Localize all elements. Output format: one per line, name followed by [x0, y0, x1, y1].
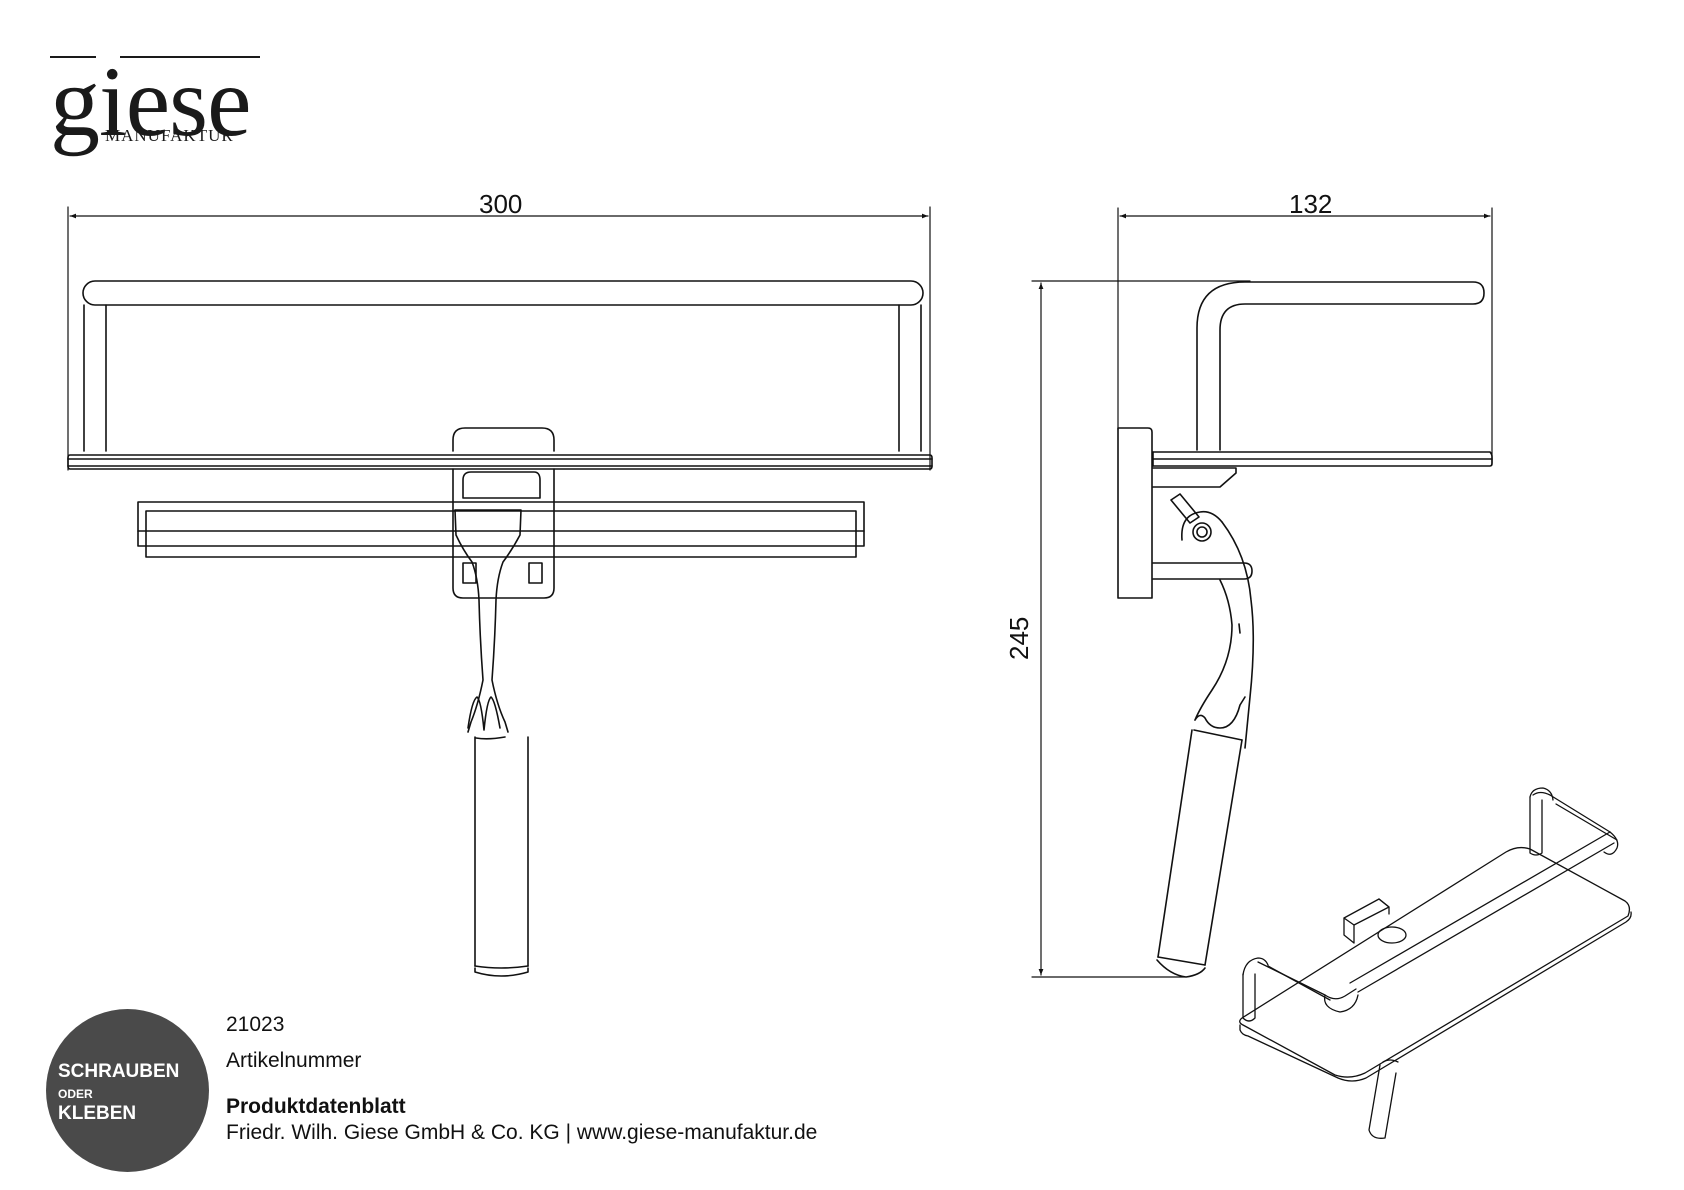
dimension-300: [67, 206, 931, 471]
logo-rule-left: [50, 56, 96, 58]
logo-rule-right: [120, 56, 260, 58]
dimension-label-depth: 132: [1289, 189, 1333, 219]
sheet-title: Produktdatenblatt: [226, 1095, 406, 1118]
dimension-132: [1117, 207, 1493, 466]
dimension-245: [1031, 280, 1251, 978]
logo-subtitle: MANUFAKTUR: [105, 126, 234, 145]
company-line: Friedr. Wilh. Giese GmbH & Co. KG | www.…: [226, 1121, 818, 1144]
mounting-badge: SCHRAUBEN ODER KLEBEN: [46, 1009, 209, 1172]
side-view: [1031, 207, 1493, 978]
article-number: 21023: [226, 1013, 285, 1036]
dimension-label-height: 245: [1004, 616, 1034, 660]
front-view: [67, 206, 933, 977]
badge-line-or: ODER: [58, 1087, 93, 1101]
product-info: 21023 Artikelnummer Produktdatenblatt Fr…: [226, 1012, 817, 1146]
dimension-label-width: 300: [479, 189, 523, 219]
isometric-view: [1239, 787, 1632, 1139]
logo-wordmark: giese: [50, 46, 251, 157]
badge-line-screw: SCHRAUBEN: [58, 1061, 180, 1082]
badge-line-glue: KLEBEN: [58, 1103, 137, 1124]
article-number-label: Artikelnummer: [226, 1049, 362, 1072]
brand-logo: giese MANUFAKTUR: [50, 46, 260, 157]
